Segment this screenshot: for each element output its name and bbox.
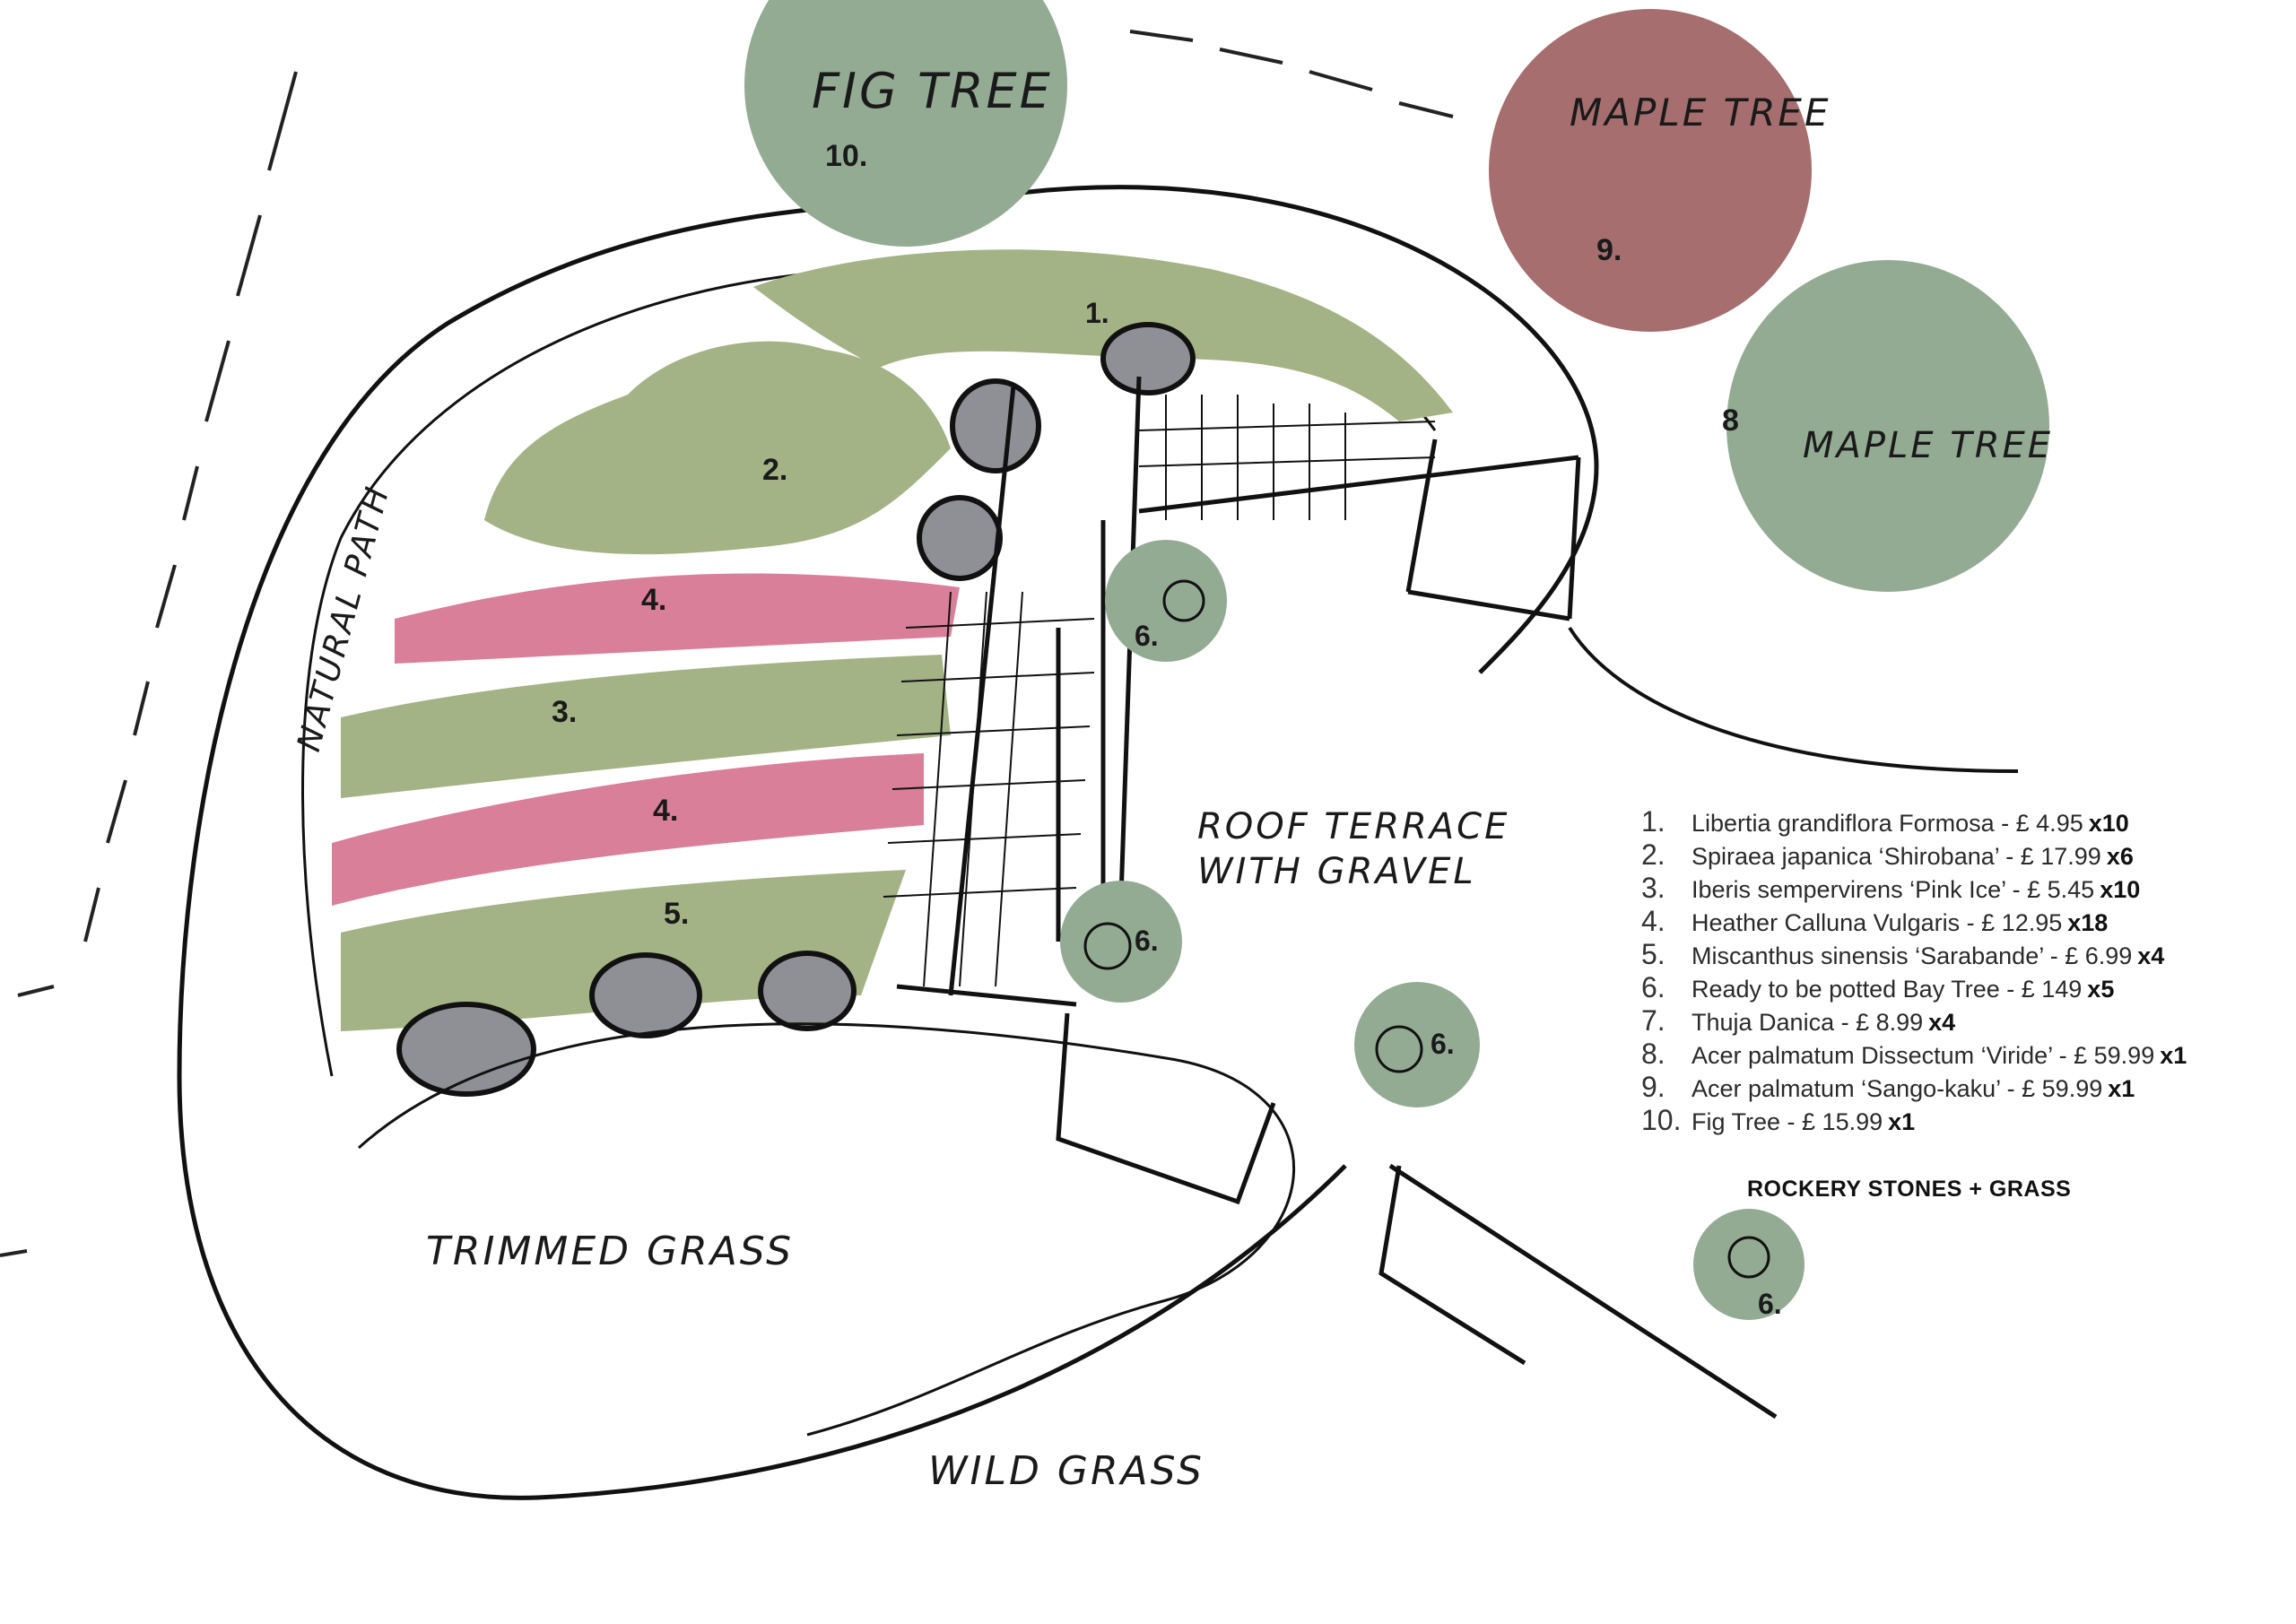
svg-text:FIG TREE: FIG TREE <box>812 63 1053 119</box>
svg-text:2.: 2. <box>762 453 787 487</box>
svg-text:6.: 6. <box>1758 1288 1782 1320</box>
legend-plant-name: Heather Calluna Vulgaris - £ 12.95 <box>1692 909 2063 936</box>
svg-text:4.: 4. <box>641 583 666 617</box>
svg-text:4.: 4. <box>653 794 678 828</box>
legend-plant-name: Libertia grandiflora Formosa - £ 4.95 <box>1692 810 2083 837</box>
svg-text:6.: 6. <box>1431 1028 1455 1060</box>
bay-tree-d: 6. <box>1693 1209 1805 1320</box>
terrace-structure <box>883 376 1778 1420</box>
legend-quantity: x1 <box>2108 1075 2135 1102</box>
svg-text:1.: 1. <box>1085 297 1109 329</box>
bay-tree-a: 6. <box>1105 540 1227 662</box>
bed-2-spiraea: 2. <box>484 341 951 555</box>
legend-quantity: x4 <box>2137 942 2165 969</box>
svg-text:3.: 3. <box>552 695 577 729</box>
boundary-lines <box>0 30 1454 1257</box>
legend-number: 4. <box>1641 905 1665 937</box>
bed-1-libertia: 1. <box>753 249 1453 421</box>
legend-plant-name: Thuja Danica - £ 8.99 <box>1692 1009 1924 1036</box>
legend-plant-name: Acer palmatum Dissectum ‘Viride’ - £ 59.… <box>1692 1042 2155 1069</box>
fig-tree: FIG TREE 10. <box>744 0 1067 247</box>
svg-text:6.: 6. <box>1135 620 1159 652</box>
bed-4-heather-bottom: 4. <box>332 753 924 906</box>
svg-text:6.: 6. <box>1135 925 1159 957</box>
legend-plant-name: Fig Tree - £ 15.99 <box>1692 1108 1883 1135</box>
legend-number: 10. <box>1641 1104 1682 1136</box>
legend-quantity: x6 <box>2106 843 2134 870</box>
legend-number: 6. <box>1641 971 1665 1003</box>
legend-number: 1. <box>1641 805 1665 838</box>
legend-quantity: x5 <box>2087 976 2115 1003</box>
legend-quantity: x1 <box>2160 1042 2187 1069</box>
legend-plant-name: Iberis sempervirens ‘Pink Ice’ - £ 5.45 <box>1692 876 2095 903</box>
with-gravel-label: WITH GRAVEL <box>1197 851 1476 892</box>
svg-text:5.: 5. <box>664 897 689 931</box>
legend-number: 8. <box>1641 1038 1665 1070</box>
legend-quantity: x1 <box>1888 1108 1916 1135</box>
svg-text:8: 8 <box>1722 404 1739 438</box>
legend-quantity: x18 <box>2067 909 2109 936</box>
legend-quantity: x4 <box>1928 1009 1956 1036</box>
lawn-edge <box>357 1022 1296 1437</box>
legend-quantity: x10 <box>2100 876 2141 903</box>
legend-item: 3. Iberis sempervirens ‘Pink Ice’ - £ 5.4… <box>1641 872 2269 905</box>
legend-number: 9. <box>1641 1071 1665 1103</box>
legend-item: 2. Spiraea japanica ‘Shirobana’ - £ 17.99… <box>1641 838 2269 872</box>
bay-tree-b: 6. <box>1060 881 1182 1003</box>
rockery-stones <box>396 322 1196 1097</box>
legend-item: 5. Miscanthus sinensis ‘Sarabande’ - £ 6.… <box>1641 938 2269 971</box>
wild-grass-label: WILD GRASS <box>928 1448 1205 1494</box>
svg-text:10.: 10. <box>825 139 867 173</box>
legend-plant-name: Acer palmatum ‘Sango-kaku’ - £ 59.99 <box>1692 1075 2103 1102</box>
garden-outline <box>177 185 1599 1500</box>
legend-quantity: x10 <box>2088 810 2129 837</box>
right-curve <box>1568 626 2019 773</box>
maple-tree-red: MAPLE TREE 9. <box>1489 9 1831 332</box>
legend-number: 2. <box>1641 838 1665 871</box>
legend-item: 8. Acer palmatum Dissectum ‘Viride’ - £ 5… <box>1641 1038 2269 1071</box>
bed-3-iberis: 3. <box>341 655 951 798</box>
svg-text:MAPLE TREE: MAPLE TREE <box>1570 91 1831 135</box>
legend-number: 7. <box>1641 1004 1665 1037</box>
trimmed-grass-label: TRIMMED GRASS <box>426 1229 794 1274</box>
legend-plant-name: Spiraea japanica ‘Shirobana’ - £ 17.99 <box>1692 843 2101 870</box>
legend-number: 3. <box>1641 872 1665 904</box>
maple-tree-green: MAPLE TREE 8 <box>1722 260 2053 592</box>
roof-terrace-label: ROOF TERRACE <box>1197 806 1509 847</box>
legend-plant-name: Miscanthus sinensis ‘Sarabande’ - £ 6.99 <box>1692 942 2133 969</box>
legend-number: 5. <box>1641 938 1665 970</box>
bed-4-heather-top: 4. <box>395 573 960 664</box>
svg-text:MAPLE TREE: MAPLE TREE <box>1803 425 2053 466</box>
rockery-label: ROCKERY STONES + GRASS <box>1747 1177 2072 1202</box>
legend-plant-name: Ready to be potted Bay Tree - £ 149 <box>1692 976 2083 1003</box>
bay-tree-c: 6. <box>1354 982 1480 1107</box>
svg-text:9.: 9. <box>1596 233 1622 267</box>
